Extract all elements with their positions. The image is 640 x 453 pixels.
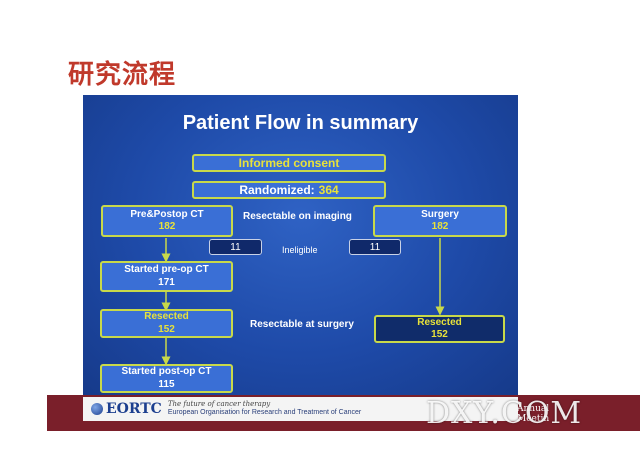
resected-right-label: Resected xyxy=(417,316,462,328)
resected-right-box: Resected 152 xyxy=(374,315,505,343)
informed-consent-label: Informed consent xyxy=(238,155,340,170)
footer-right-text: Annual Meetin xyxy=(517,404,550,425)
resected-left-box: Resected 152 xyxy=(100,309,233,338)
resectable-on-imaging-label: Resectable on imaging xyxy=(243,211,352,222)
resectable-at-surgery-label: Resectable at surgery xyxy=(250,319,354,330)
tagline-line-1: The future of cancer therapy xyxy=(167,400,271,409)
tagline-line-2: European Organisation for Research and T… xyxy=(167,409,362,416)
started-preop-ct-label: Started pre-op CT xyxy=(124,264,209,275)
flow-arrows xyxy=(161,238,445,366)
resected-right-count: 152 xyxy=(431,329,448,340)
randomized-count: 364 xyxy=(318,182,339,197)
surgery-label: Surgery xyxy=(421,208,459,220)
randomized-box: Randomized: 364 xyxy=(192,181,386,199)
slide-title: Patient Flow in summary xyxy=(182,112,419,134)
footer-bar: EORTC The future of cancer therapy Europ… xyxy=(47,395,640,431)
footer-right-line-1: Annual xyxy=(517,404,550,414)
eortc-logo: EORTC xyxy=(91,401,162,417)
watermark: DXY.COM xyxy=(426,396,583,431)
randomized-label: Randomized: xyxy=(239,182,315,197)
resected-left-label: Resected xyxy=(144,311,189,322)
page-title: 研究流程 xyxy=(68,60,177,90)
started-preop-ct-box: Started pre-op CT 171 xyxy=(100,261,233,292)
slide: Patient Flow in summary Informed consent… xyxy=(83,95,518,395)
globe-icon xyxy=(91,403,103,415)
footer-logo-strip: EORTC The future of cancer therapy Europ… xyxy=(83,397,518,421)
pre-postop-ct-label: Pre&Postop CT xyxy=(130,208,204,220)
informed-consent-box: Informed consent xyxy=(192,154,386,172)
resected-left-count: 152 xyxy=(158,323,175,335)
ineligible-label: Ineligible xyxy=(282,245,318,255)
started-preop-ct-count: 171 xyxy=(158,276,175,288)
eortc-logo-text: EORTC xyxy=(106,401,162,417)
eortc-tagline: The future of cancer therapy European Or… xyxy=(168,401,361,416)
started-postop-ct-label: Started post-op CT xyxy=(121,366,212,377)
pre-postop-ct-count: 182 xyxy=(158,221,176,232)
ineligible-right-count: 11 xyxy=(349,239,401,255)
started-postop-ct-count: 115 xyxy=(158,378,175,390)
surgery-count: 182 xyxy=(431,221,449,232)
started-postop-ct-box: Started post-op CT 115 xyxy=(100,364,233,393)
surgery-box: Surgery 182 xyxy=(373,205,507,237)
pre-postop-ct-box: Pre&Postop CT 182 xyxy=(101,205,233,237)
ineligible-left-count: 11 xyxy=(209,239,262,255)
footer-right-line-2: Meetin xyxy=(517,413,550,424)
